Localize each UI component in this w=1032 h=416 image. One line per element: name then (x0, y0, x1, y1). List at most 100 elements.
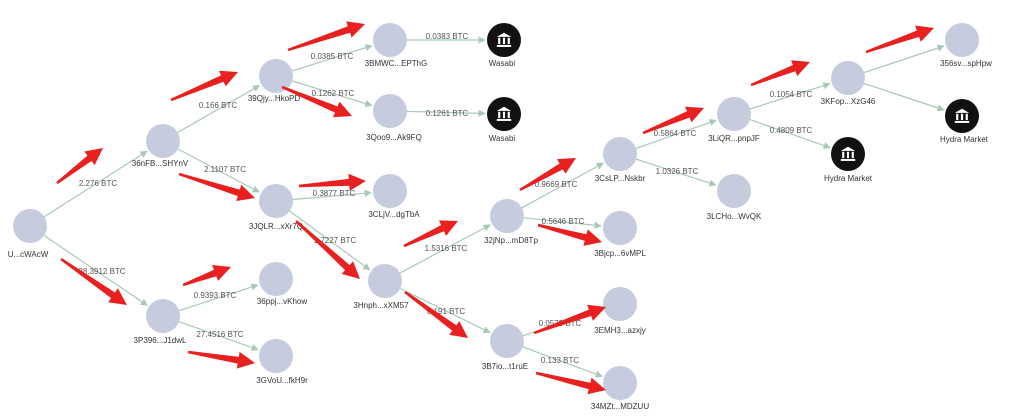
exchange-node[interactable]: Hydra Market (824, 137, 873, 183)
address-node[interactable]: 3B7io...t1ruE (482, 324, 528, 371)
edge-amount-label: 0.0385 BTC (311, 52, 354, 61)
node-label: 3JQLR...xXr7Q (249, 222, 303, 231)
address-node-circle[interactable] (13, 209, 47, 243)
address-node-circle[interactable] (603, 287, 637, 321)
edge-n3-n5 (292, 44, 373, 72)
edge-amount-label: 0.1261 BTC (426, 109, 469, 118)
edge-n15-n20 (636, 158, 717, 187)
edge-n10-n14 (400, 287, 491, 334)
address-node-circle[interactable] (603, 366, 637, 400)
address-node-circle[interactable] (259, 184, 293, 218)
address-node[interactable]: 36ppj...vKhow (257, 262, 307, 306)
node-label: 3KFop...XzG46 (821, 97, 876, 106)
highlight-arrows-layer (56, 21, 934, 395)
red-highlight-arrow-icon (170, 70, 238, 102)
red-highlight-arrow-icon (295, 220, 360, 279)
edge-n4-n9 (292, 189, 372, 201)
address-node[interactable]: 32jNp...mD8Tp (484, 199, 538, 245)
edge-amount-label: 0.1054 BTC (770, 90, 813, 99)
address-node[interactable]: 3CLjV...dgTbA (368, 174, 420, 219)
address-node[interactable]: 3Qoo9...Ak9FQ (366, 94, 422, 142)
edges-layer (43, 36, 945, 378)
edge-amount-label: 0.9669 BTC (535, 180, 578, 189)
address-node-circle[interactable] (717, 97, 751, 131)
node-label: 3Bjcp...6vMPL (594, 249, 646, 258)
address-node-circle[interactable] (368, 264, 402, 298)
node-label: 3P396...J1dwL (134, 336, 187, 345)
edge-amount-label: 1.0326 BTC (656, 167, 699, 176)
edge-n21-n24 (863, 82, 945, 112)
edge-n15-n19 (635, 119, 717, 149)
red-highlight-arrow-icon (287, 21, 365, 52)
edge-amount-label: 0.4809 BTC (770, 126, 813, 135)
address-node-circle[interactable] (373, 23, 407, 57)
red-highlight-arrow-icon (182, 265, 231, 287)
address-node-circle[interactable] (945, 23, 979, 57)
edge-amount-label: 28.3912 BTC (78, 267, 125, 276)
edge-amount-label: 0.9393 BTC (194, 291, 237, 300)
address-node[interactable]: 34MZt...MDZUU (591, 366, 649, 411)
address-node[interactable]: 3LCHo...WvQK (707, 174, 762, 221)
address-node[interactable]: 3Hnph...xXM57 (353, 264, 409, 310)
address-node[interactable]: 36nFB...SHYnV (132, 124, 189, 168)
address-node[interactable]: 356sv...spHpw (940, 23, 992, 68)
address-node[interactable]: 3CsLP...Nskbr (595, 137, 646, 183)
address-node[interactable]: 3P396...J1dwL (134, 299, 187, 345)
node-label: Hydra Market (940, 135, 989, 144)
address-node[interactable]: 3KFop...XzG46 (821, 61, 876, 106)
edge-amount-label: 0.0383 BTC (426, 32, 469, 41)
exchange-node[interactable]: Wasabi (487, 97, 521, 143)
address-node-circle[interactable] (603, 211, 637, 245)
red-highlight-arrow-icon (404, 291, 468, 338)
address-node-circle[interactable] (831, 61, 865, 95)
address-node[interactable]: 39Qjy...HkoPD (248, 59, 301, 103)
address-node[interactable]: 3GVoU...fkH9r (256, 339, 308, 385)
red-highlight-arrow-icon (178, 172, 255, 201)
edge-amount-label: 2.276 BTC (79, 179, 117, 188)
address-node-circle[interactable] (373, 94, 407, 128)
edge-n10-n13 (399, 224, 491, 274)
edge-n13-n15 (521, 162, 604, 209)
address-node-circle[interactable] (490, 199, 524, 233)
edge-n19-n22 (749, 119, 831, 149)
exchange-node[interactable]: Wasabi (487, 23, 521, 68)
edge-n2-n11 (179, 283, 259, 312)
edge-n4-n10 (289, 210, 371, 271)
address-node[interactable]: 3LiQR...pnpJF (708, 97, 760, 143)
edge-n1-n3 (177, 84, 261, 134)
node-label: 3CsLP...Nskbr (595, 174, 646, 183)
node-label: Wasabi (489, 59, 516, 68)
edge-amount-label: 0.3877 BTC (313, 189, 356, 198)
address-node-circle[interactable] (146, 299, 180, 333)
node-label: 356sv...spHpw (940, 59, 992, 68)
address-node-circle[interactable] (259, 59, 293, 93)
node-label: 36nFB...SHYnV (132, 159, 189, 168)
node-label: 3LCHo...WvQK (707, 212, 762, 221)
address-node-circle[interactable] (373, 174, 407, 208)
red-highlight-arrow-icon (865, 25, 934, 54)
edge-amount-label: 1.5316 BTC (425, 244, 468, 253)
address-node-circle[interactable] (146, 124, 180, 158)
address-node[interactable]: 3BMWC...EPThG (365, 23, 428, 68)
address-node-circle[interactable] (259, 262, 293, 296)
address-node[interactable]: 3JQLR...xXr7Q (249, 184, 303, 231)
address-node[interactable]: 3EMH3...azxjy (594, 287, 646, 335)
address-node-circle[interactable] (259, 339, 293, 373)
edge-n13-n16 (523, 217, 602, 229)
red-highlight-arrow-icon (403, 220, 458, 248)
address-node[interactable]: U...cWAcW (8, 209, 49, 259)
edge-amount-label: 0.166 BTC (199, 101, 237, 110)
edge-amount-label: 0.1262 BTC (312, 89, 355, 98)
red-highlight-arrow-icon (533, 304, 606, 335)
address-node[interactable]: 3Bjcp...6vMPL (594, 211, 646, 258)
address-node-circle[interactable] (603, 137, 637, 171)
edge-amount-label: 27.4516 BTC (196, 330, 243, 339)
edge-n0-n1 (43, 150, 148, 218)
address-node-circle[interactable] (490, 324, 524, 358)
edge-n14-n18 (522, 346, 603, 378)
address-node-circle[interactable] (717, 174, 751, 208)
exchange-node[interactable]: Hydra Market (940, 99, 989, 144)
node-label: 34MZt...MDZUU (591, 402, 649, 411)
